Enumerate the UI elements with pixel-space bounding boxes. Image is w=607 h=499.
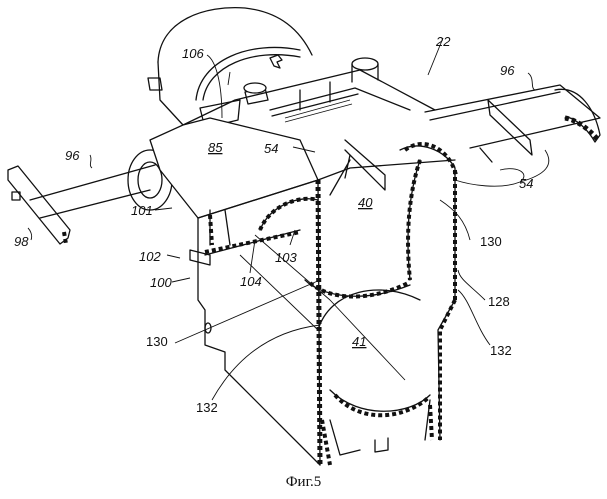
label-100: 100	[150, 275, 172, 290]
label-132-left: 132	[196, 400, 218, 415]
figure-caption: Фиг.5	[285, 474, 322, 490]
drum-housing	[147, 6, 313, 126]
reference-labels: 106 22 96 96 85 54 54 40 41 98 101 102 1…	[14, 34, 533, 415]
label-22: 22	[435, 34, 451, 49]
label-98: 98	[14, 234, 29, 249]
label-101: 101	[131, 203, 153, 218]
label-54-top: 54	[264, 141, 278, 156]
label-96-left: 96	[65, 148, 80, 163]
label-104: 104	[240, 274, 262, 289]
leader-lines	[27, 37, 550, 401]
section-body	[189, 139, 458, 466]
label-54-right: 54	[519, 176, 533, 191]
label-106: 106	[182, 46, 204, 61]
label-130-right: 130	[480, 234, 502, 249]
plate-85	[149, 117, 319, 251]
label-130-left: 130	[146, 334, 168, 349]
label-41: 41	[352, 334, 366, 349]
top-frame	[182, 57, 436, 129]
rail-right	[424, 84, 601, 163]
label-40: 40	[358, 195, 373, 210]
label-103: 103	[275, 250, 297, 265]
label-132-right: 132	[490, 343, 512, 358]
label-96-right: 96	[500, 63, 515, 78]
label-85: 85	[208, 140, 223, 155]
label-102: 102	[139, 249, 161, 264]
left-shaft	[7, 149, 173, 245]
label-128: 128	[488, 294, 510, 309]
